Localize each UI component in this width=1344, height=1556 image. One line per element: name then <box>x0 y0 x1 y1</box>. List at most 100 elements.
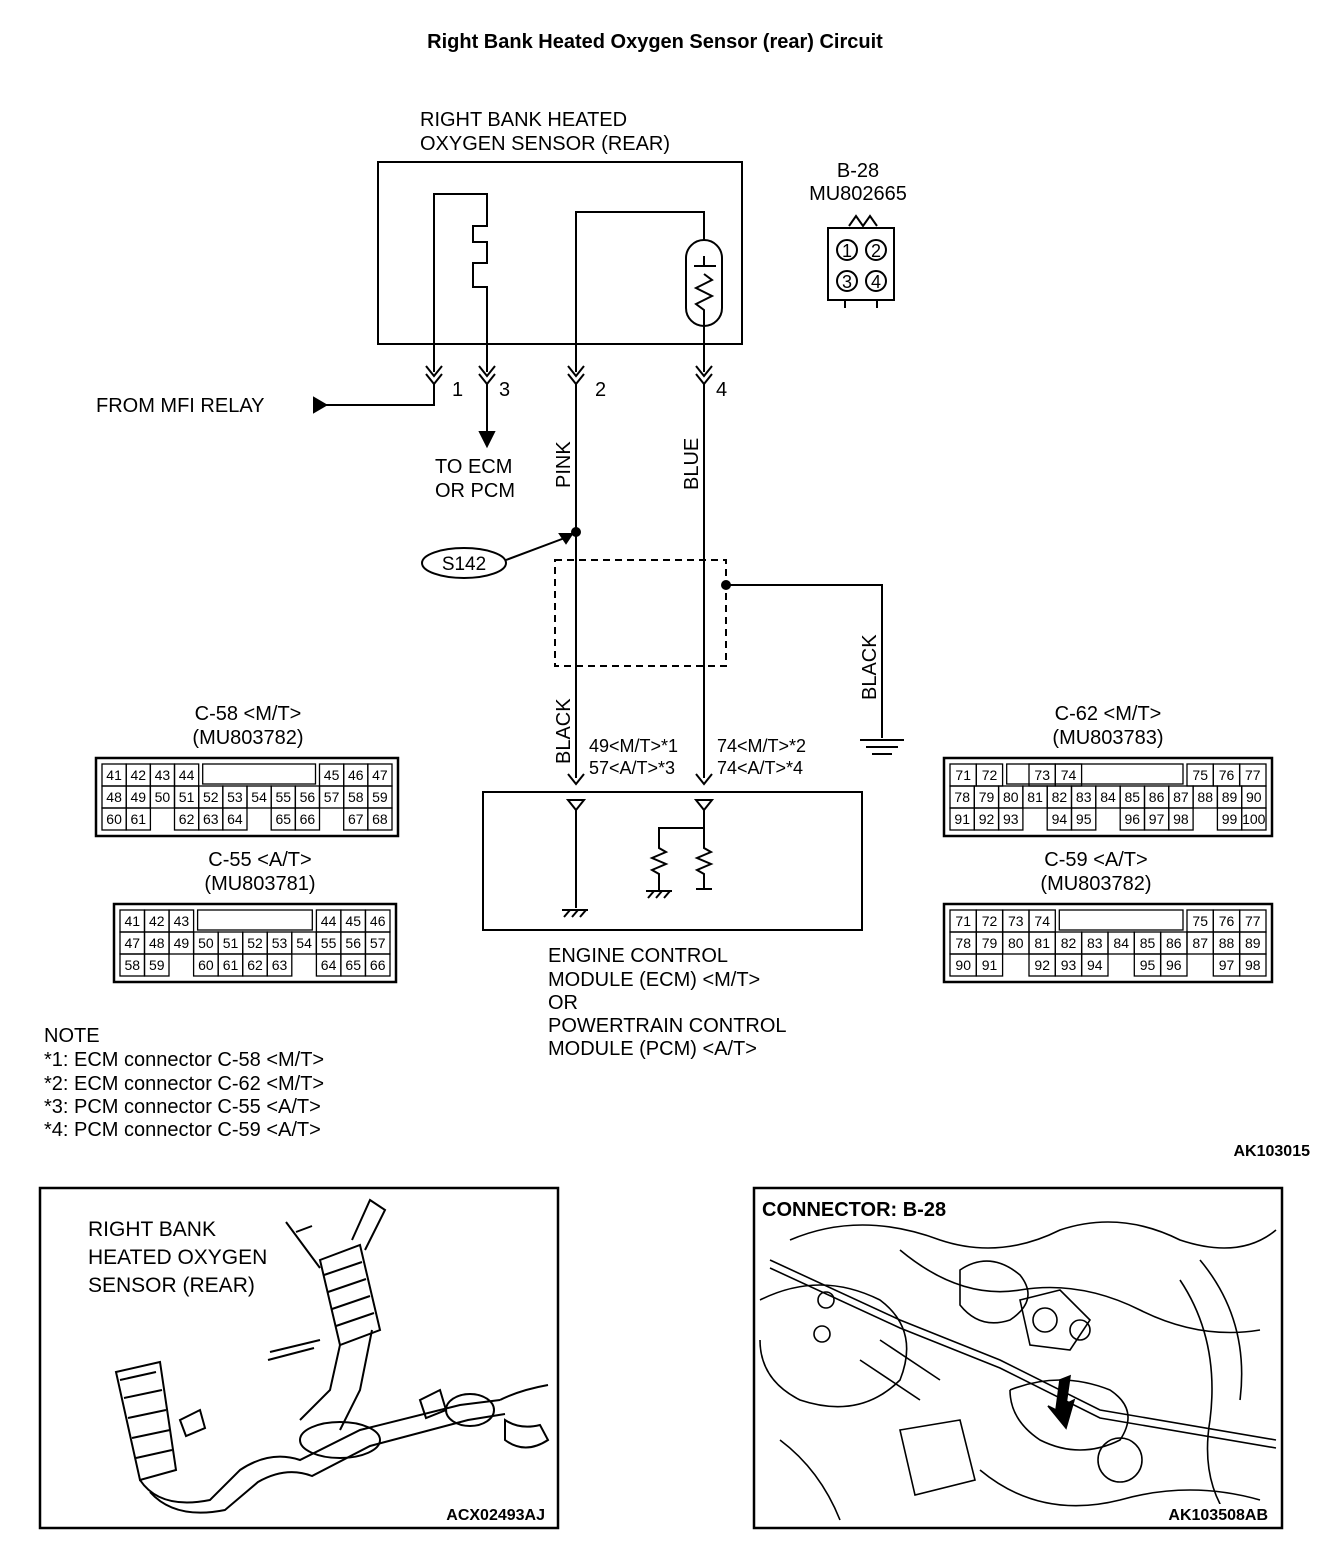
c62-pin-label: 96 <box>1125 811 1141 827</box>
c55-pin-label: 59 <box>149 957 165 973</box>
c55-pin-label: 60 <box>198 957 214 973</box>
c55-pin-cell <box>266 953 293 977</box>
terminal-right-at: 74<A/T>*4 <box>717 758 803 778</box>
c55-pin-label: 44 <box>321 913 337 929</box>
c58-pin-label: 45 <box>324 767 340 783</box>
c58-pin-label: 50 <box>155 789 171 805</box>
c59-pin-label: 84 <box>1113 935 1129 951</box>
exhaust-label-1: RIGHT BANK <box>88 1218 216 1241</box>
sensor-signal-wire <box>575 211 705 372</box>
c59-pin-label: 88 <box>1219 935 1235 951</box>
c62-pin-cell <box>1241 807 1267 831</box>
connector-location-arrow <box>1047 1374 1076 1430</box>
mfi-arrow <box>313 396 328 414</box>
splice-label: S142 <box>442 554 486 575</box>
c62-pin-label: 95 <box>1076 811 1092 827</box>
c62-pin-label: 87 <box>1173 789 1189 805</box>
c62-pin-label: 74 <box>1061 767 1077 783</box>
c55-pin-label: 49 <box>174 935 190 951</box>
ecm-label-1: ENGINE CONTROL <box>548 945 728 967</box>
c59-name: C-59 <A/T> <box>1044 849 1147 871</box>
c59-pin-cell <box>975 953 1004 977</box>
c62-pin-label: 85 <box>1125 789 1141 805</box>
c58-pin-label: 46 <box>348 767 364 783</box>
c62-pin-label: 99 <box>1222 811 1238 827</box>
c58-pin-label: 68 <box>372 811 388 827</box>
c58-pin-label: 42 <box>131 767 147 783</box>
c59-pin-label: 87 <box>1192 935 1208 951</box>
c59-pin-label: 85 <box>1140 935 1156 951</box>
c58-pin-label: 62 <box>179 811 195 827</box>
c59-pin-label: 79 <box>982 935 998 951</box>
c58-pin-label: 65 <box>276 811 292 827</box>
c62-pin-label: 84 <box>1100 789 1116 805</box>
c58-pin-label: 49 <box>131 789 147 805</box>
shield-ground-wire <box>726 584 883 738</box>
wire-color-black-right: BLACK <box>859 634 881 700</box>
b28-id: B-28 <box>837 160 879 182</box>
c62-pin-label: 90 <box>1246 789 1262 805</box>
b28-part-number: MU802665 <box>809 183 907 205</box>
c58-pin-label: 43 <box>155 767 171 783</box>
c58-pin-label: 52 <box>203 789 219 805</box>
c58-pin-label: 60 <box>106 811 122 827</box>
ecm-resistor-left <box>649 827 704 890</box>
c62-pin-label: 77 <box>1245 767 1261 783</box>
c59-pin-label: 73 <box>1008 913 1024 929</box>
c59-outline <box>942 902 1274 984</box>
c59-pin-cell <box>1239 953 1267 977</box>
c59-pin-label: 78 <box>955 935 971 951</box>
terminal-right-mt: 74<M/T>*2 <box>717 736 806 756</box>
c55-pin-label: 56 <box>345 935 361 951</box>
note-heading: NOTE <box>44 1025 100 1047</box>
c55-key-slot <box>196 909 313 931</box>
c55-pin-cell <box>143 953 170 977</box>
c59-pin-label: 93 <box>1061 957 1077 973</box>
engine-bay-illustration <box>759 1221 1277 1521</box>
c62-pin-label: 86 <box>1149 789 1165 805</box>
exhaust-illustration-frame <box>38 1186 560 1530</box>
shield-box <box>554 559 727 667</box>
connector-photo-label: CONNECTOR: B-28 <box>762 1199 946 1221</box>
heater-element <box>433 193 488 372</box>
note-1: *1: ECM connector C-58 <M/T> <box>44 1049 324 1071</box>
c62-pin-label: 83 <box>1076 789 1092 805</box>
c59-pin-label: 71 <box>955 913 971 929</box>
c55-pin-label: 53 <box>272 935 288 951</box>
c59-pin-label: 91 <box>982 957 998 973</box>
c55-pin-cell <box>364 953 391 977</box>
c55-pin-label: 66 <box>370 957 386 973</box>
c62-pin-label: 92 <box>979 811 995 827</box>
c58-part: (MU803782) <box>192 727 303 749</box>
c59-pin-label: 77 <box>1245 913 1261 929</box>
c58-pin-cell <box>222 807 248 831</box>
c55-pin-label: 41 <box>125 913 141 929</box>
b28-pin-4: 4 <box>871 272 881 292</box>
c58-pin-label: 59 <box>372 789 388 805</box>
wire-color-black-left: BLACK <box>553 698 575 764</box>
ecm-box <box>482 791 863 931</box>
ecm-label-3: OR <box>548 992 578 1014</box>
c62-pin-cell <box>997 807 1024 831</box>
c62-pin-label: 93 <box>1003 811 1019 827</box>
c62-pin-label: 100 <box>1242 811 1266 827</box>
c59-pin-label: 95 <box>1140 957 1156 973</box>
c62-pin-label: 78 <box>954 789 970 805</box>
chassis-ground-icon <box>860 739 904 755</box>
c55-pin-label: 62 <box>247 957 263 973</box>
c62-name: C-62 <M/T> <box>1055 703 1162 725</box>
pin1-number: 1 <box>452 379 463 401</box>
c59-pin-label: 75 <box>1192 913 1208 929</box>
figure-code: AK103015 <box>1234 1143 1311 1160</box>
c55-pin-label: 54 <box>296 935 312 951</box>
c62-pin-label: 94 <box>1052 811 1068 827</box>
c62-pin-label: 72 <box>982 767 998 783</box>
c62-pin-label: 82 <box>1052 789 1068 805</box>
c55-outline <box>112 902 398 984</box>
c55-pin-label: 42 <box>149 913 165 929</box>
c55-pin-label: 65 <box>345 957 361 973</box>
c59-key-slot <box>1058 909 1184 931</box>
to-ecm-label-1: TO ECM <box>435 456 512 478</box>
c55-pin-label: 64 <box>321 957 337 973</box>
